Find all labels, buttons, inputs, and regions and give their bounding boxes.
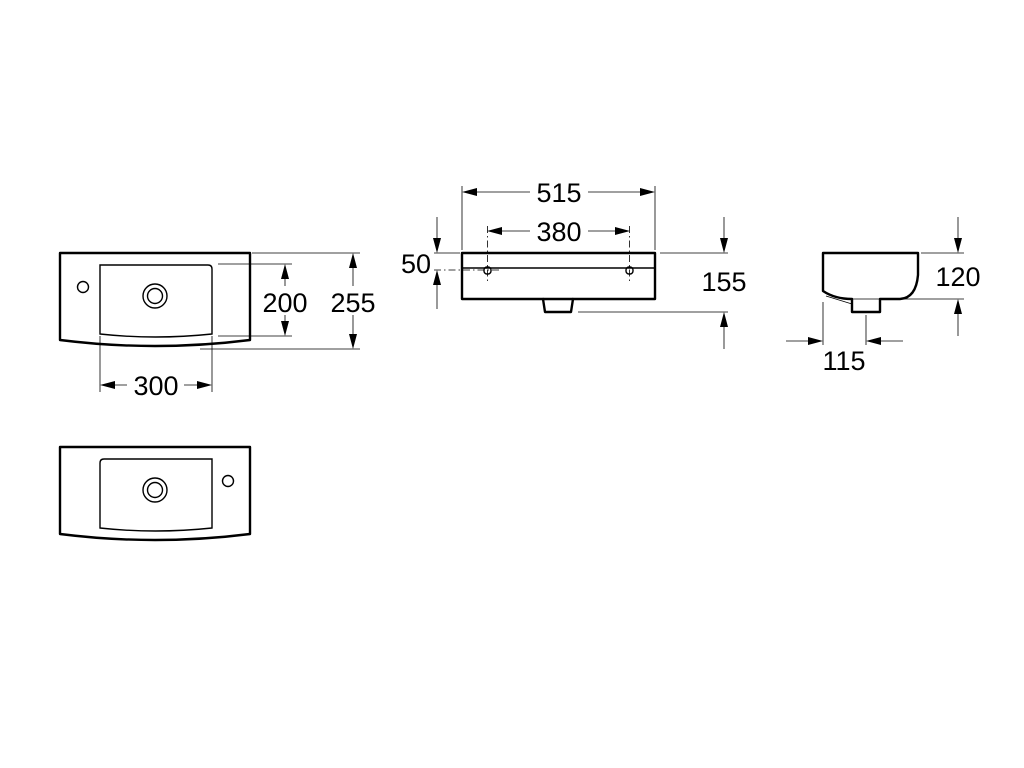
dimension-fixing-height: 50 [401,217,441,309]
dimension-bowl-width: 300 [100,371,212,401]
top-view-right-tap [58,445,252,542]
waste-outlet-outer [142,477,168,503]
dim-label-side-height: 120 [935,262,980,292]
front-outline [460,251,657,301]
bowl-outline [99,458,213,532]
side-outline [821,251,920,314]
dim-label-fixing-height: 50 [401,249,431,279]
basin-outline [58,445,252,542]
waste-outlet-inner [146,481,164,499]
dim-label-overall-height: 155 [701,267,746,297]
dim-label-fixing-centres: 380 [536,217,581,247]
top-view-left-tap: 200 255 300 [58,251,376,401]
dimension-overall-depth: 255 [330,253,376,349]
side-view: 120 115 [786,217,981,376]
dim-label-overall-depth: 255 [330,288,375,318]
dimension-overall-height: 155 [701,217,747,349]
tap-hole [221,474,235,488]
dim-label-bowl-width: 300 [133,371,178,401]
dimension-side-height: 120 [935,217,981,336]
bowl-outline [99,264,213,338]
waste-outlet-outer [142,283,168,309]
dimension-overall-width: 515 [462,178,655,208]
dim-label-overall-width: 515 [536,178,581,208]
dim-label-bowl-depth: 200 [262,288,307,318]
dimension-fixing-centres: 380 [487,217,630,247]
waste-outlet-inner [146,287,164,305]
tap-hole [76,280,90,294]
front-view: 515 380 50 155 [401,178,747,349]
basin-outline [58,251,252,348]
dimension-waste-offset: 115 [786,337,903,376]
dim-label-waste-offset: 115 [822,346,865,376]
waste-spigot [541,297,575,314]
dimension-bowl-depth: 200 [262,264,308,336]
